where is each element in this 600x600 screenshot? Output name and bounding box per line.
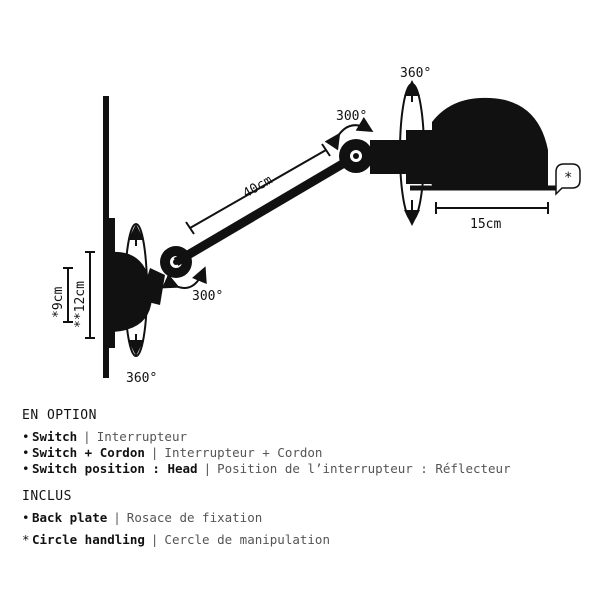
lamp-shade [432, 97, 548, 186]
legend-term-fr: Interrupteur + Cordon [164, 445, 323, 460]
lamp-diagram: * 360° 300° 40cm 15cm 300° 360° *9cm **1… [51, 66, 581, 386]
back-plate [112, 251, 152, 332]
shade-collar [406, 130, 432, 184]
section-title-en-option: EN OPTION [22, 408, 97, 423]
legend-term-fr: Rosace de fixation [126, 510, 263, 525]
legend-bullet: • [22, 445, 30, 460]
label-rotation-bottom: 360° [126, 371, 157, 386]
legend-item-back-plate: • Back plate | Rosace de fixation [22, 510, 592, 526]
legend-term-fr: Cercle de manipulation [164, 532, 330, 547]
legend-separator: | [203, 461, 212, 476]
legend-separator: | [150, 532, 159, 547]
legend-term-fr: Interrupteur [96, 429, 187, 444]
switch-callout-bubble [555, 163, 581, 196]
legend-term-en: Circle handling [32, 532, 145, 547]
lower-joint-arc [161, 266, 207, 289]
legend-item-switch: • Switch | Interrupteur [22, 429, 592, 445]
arm-dimension-tick-b [321, 143, 331, 157]
switch-callout-marker: * [564, 170, 572, 186]
legend-item-switch-position: • Switch position : Head | Position de l… [22, 461, 592, 477]
label-arm-length: 40cm [241, 173, 276, 202]
legend-separator: | [113, 510, 121, 525]
arm-dimension-tick-a [185, 221, 195, 235]
legend-term-en: Switch position : Head [32, 461, 198, 476]
legend-bullet: • [22, 510, 30, 525]
legend-term-en: Switch [32, 429, 78, 444]
legend-term-en: Switch + Cordon [32, 445, 145, 460]
shade-base-diag [410, 166, 442, 190]
legend-term-en: Back plate [32, 510, 108, 525]
label-rotation-top: 360° [400, 66, 431, 81]
base-bracket [140, 268, 165, 305]
legend: EN OPTION • Switch | Interrupteur • Swit… [22, 408, 592, 548]
legend-separator: | [83, 429, 91, 444]
legend-item-switch-cordon: • Switch + Cordon | Interrupteur + Cordo… [22, 445, 592, 461]
legend-term-fr: Position de l’interrupteur : Réflecteur [217, 461, 511, 476]
back-plate-edge [109, 218, 115, 348]
legend-separator: | [150, 445, 159, 460]
label-joint-bottom: 300° [192, 289, 223, 304]
legend-bullet: • [22, 461, 30, 476]
arm [173, 152, 359, 266]
legend-bullet: • [22, 429, 30, 444]
legend-bullet: * [22, 532, 30, 547]
arm-dimension-line [189, 149, 327, 229]
wall [103, 96, 109, 378]
section-title-inclus: INCLUS [22, 489, 72, 504]
legend-item-circle-handling: * Circle handling | Cercle de manipulati… [22, 532, 592, 548]
upper-joint-arc [324, 116, 374, 151]
upper-joint-center [353, 153, 359, 159]
label-shade-depth: 15cm [470, 217, 501, 232]
label-plate-small: *9cm [51, 287, 66, 318]
label-joint-top: 300° [336, 109, 367, 124]
label-plate-large: **12cm [73, 281, 88, 328]
